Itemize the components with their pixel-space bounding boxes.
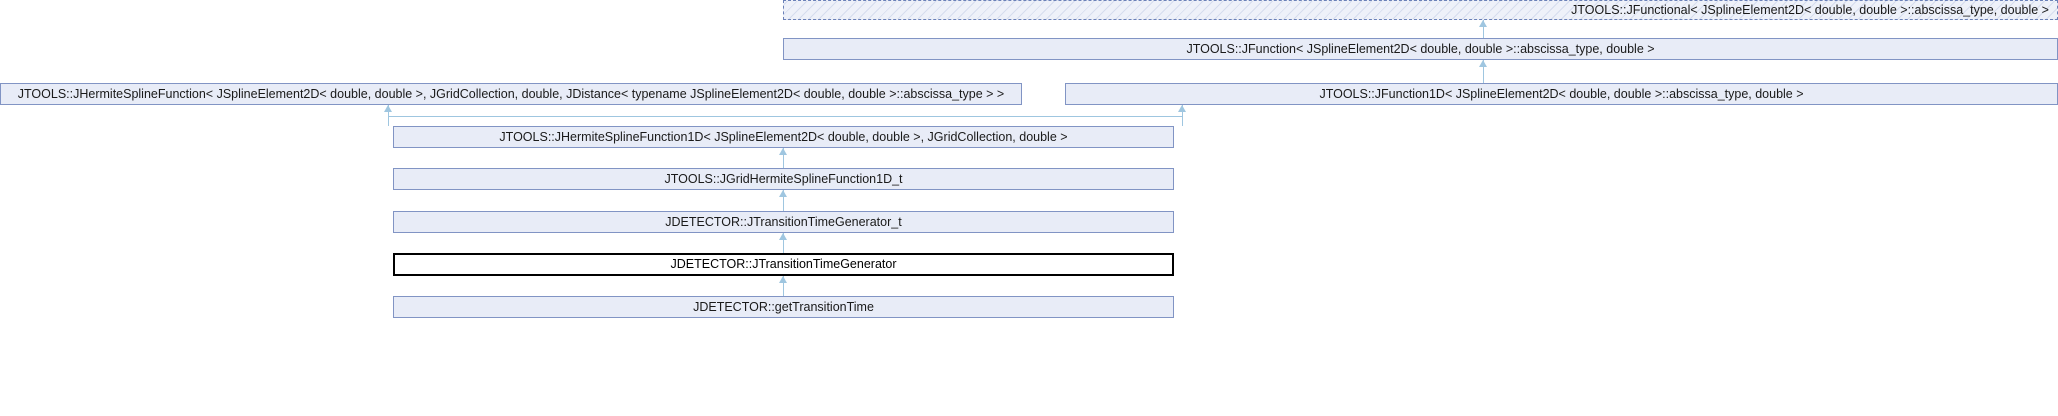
class-node-gettransitiontime[interactable]: JDETECTOR::getTransitionTime [393, 296, 1174, 318]
edge-ttg-to-ttgt [783, 233, 784, 253]
edge-arrow-jfunction1d-to-jfunction [1479, 60, 1487, 67]
class-node-label: JDETECTOR::getTransitionTime [693, 299, 874, 314]
edge-hsf1d-to-hsf-horiz [388, 116, 1183, 117]
class-node-label: JTOOLS::JFunctional< JSplineElement2D< d… [1571, 2, 2049, 17]
edge-gtt-to-ttg [783, 276, 784, 296]
class-node-label: JTOOLS::JFunction1D< JSplineElement2D< d… [1319, 86, 1804, 101]
edge-hsf1d-to-hsf-vert-down [388, 116, 389, 126]
class-node-jfunction1d[interactable]: JTOOLS::JFunction1D< JSplineElement2D< d… [1065, 83, 2058, 105]
class-node-label: JTOOLS::JHermiteSplineFunction1D< JSplin… [499, 129, 1068, 144]
edge-jfunction1d-to-jfunction [1483, 60, 1484, 83]
class-node-jtransitiontimegenerator[interactable]: JDETECTOR::JTransitionTimeGenerator [393, 253, 1174, 276]
class-node-label: JDETECTOR::JTransitionTimeGenerator [670, 257, 897, 272]
edge-arrow-hsf1d-to-hsf [384, 105, 392, 112]
class-node-jgridhermitesplinefunction1d-t[interactable]: JTOOLS::JGridHermiteSplineFunction1D_t [393, 168, 1174, 190]
class-node-jhermitesplinefunction[interactable]: JTOOLS::JHermiteSplineFunction< JSplineE… [0, 83, 1022, 105]
edge-jfunction-to-jfunctional [1483, 20, 1484, 38]
class-node-jtransitiontimegenerator-t[interactable]: JDETECTOR::JTransitionTimeGenerator_t [393, 211, 1174, 233]
class-node-label: JDETECTOR::JTransitionTimeGenerator_t [665, 214, 902, 229]
edge-arrow-ttg-to-ttgt [779, 233, 787, 240]
class-node-jhermitesplinefunction1d[interactable]: JTOOLS::JHermiteSplineFunction1D< JSplin… [393, 126, 1174, 148]
edge-arrow-jfunction-to-jfunctional [1479, 20, 1487, 27]
edge-ttgt-to-ghsf1dt [783, 190, 784, 211]
edge-hsf1d-to-jfunction1d-vert-down [1182, 116, 1183, 126]
edge-arrow-ghsf1dt-to-hsf1d [779, 148, 787, 155]
edge-arrow-ttgt-to-ghsf1dt [779, 190, 787, 197]
edge-arrow-gtt-to-ttg [779, 276, 787, 283]
class-node-label: JTOOLS::JGridHermiteSplineFunction1D_t [664, 171, 903, 186]
class-node-jfunction[interactable]: JTOOLS::JFunction< JSplineElement2D< dou… [783, 38, 2058, 60]
class-node-label: JTOOLS::JHermiteSplineFunction< JSplineE… [17, 86, 1005, 101]
edge-arrow-hsf1d-to-jfunction1d [1178, 105, 1186, 112]
class-node-jfunctional[interactable]: JTOOLS::JFunctional< JSplineElement2D< d… [783, 0, 2058, 20]
class-node-label: JTOOLS::JFunction< JSplineElement2D< dou… [1186, 41, 1655, 56]
edge-ghsf1dt-to-hsf1d [783, 148, 784, 168]
